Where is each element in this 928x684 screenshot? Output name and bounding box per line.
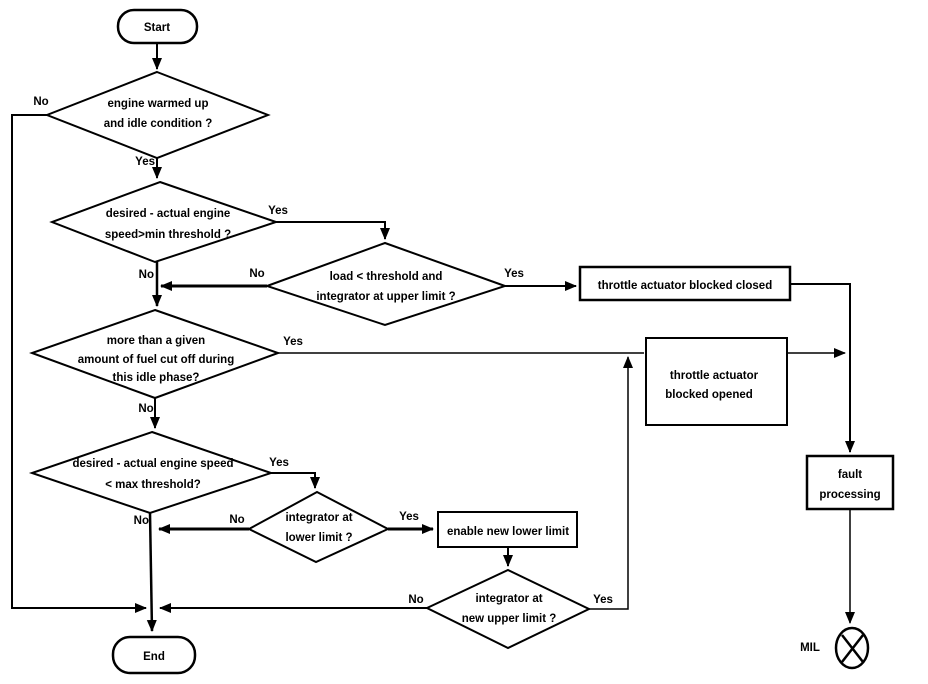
decision-min-threshold [49,180,280,264]
decision-integrator-new-upper-limit-line2: new upper limit ? [462,613,557,625]
label-max-no: No [134,515,149,527]
process-throttle-blocked-opened-line1: throttle actuator [670,370,759,382]
label-fuel-no: No [138,403,153,415]
label-warmup-yes: Yes [135,156,155,168]
edge-new-upper-yes [589,356,633,610]
label-lower-yes: Yes [399,511,419,523]
label-upper-yes: Yes [593,594,613,606]
decision-fuel-cut-off-line3: this idle phase? [113,372,200,384]
label-lower-no: No [229,514,244,526]
decision-fuel-cut-off-line1: more than a given [107,335,205,347]
decision-engine-warmed-up-line2: and idle condition ? [104,118,213,130]
decision-max-threshold [28,430,275,515]
decision-engine-warmed-up [44,70,271,160]
decision-min-threshold-line2: speed>min threshold ? [105,229,231,241]
mil-lamp-cross-icon [841,634,864,663]
edge-max-yes [271,472,320,489]
process-throttle-blocked-opened [645,337,788,426]
edge-min-yes [276,221,390,240]
decision-integrator-new-upper-limit [424,568,592,650]
label-fuel-yes: Yes [283,336,303,348]
decision-max-threshold-line2: < max threshold? [105,479,201,491]
process-enable-new-lower-limit-label: enable new lower limit [447,526,569,538]
start-terminator [116,8,199,45]
process-throttle-blocked-closed-label: throttle actuator blocked closed [598,280,772,292]
process-fault-processing-line2: processing [819,489,880,501]
decision-integrator-lower-limit-line1: integrator at [285,512,352,524]
label-load-yes: Yes [504,268,524,280]
start-label: Start [144,22,170,34]
decision-integrator-new-upper-limit-line1: integrator at [475,593,542,605]
decision-fuel-cut-off-line2: amount of fuel cut off during [78,354,235,366]
edge-warmup-no-loop [11,114,147,613]
edge-blocked-closed-to-fault [790,283,855,453]
decision-fuel-cut-off [29,308,281,400]
label-min-no: No [139,269,154,281]
process-fault-processing [805,454,895,511]
end-label: End [143,651,165,663]
edge-max-no-to-end [146,512,157,632]
mil-label: MIL [800,642,820,654]
label-warmup-no: No [33,96,48,108]
label-load-no: No [249,268,264,280]
decision-load-threshold [263,241,509,327]
decision-min-threshold-line1: desired - actual engine [106,208,231,220]
decision-max-threshold-line1: desired - actual engine speed [72,458,233,470]
process-enable-new-lower-limit [437,511,578,548]
decision-engine-warmed-up-line1: engine warmed up [108,98,209,110]
process-fault-processing-line1: fault [838,469,862,481]
label-max-yes: Yes [269,457,289,469]
decision-load-threshold-line2: integrator at upper limit ? [316,291,455,303]
decision-load-threshold-line1: load < threshold and [330,271,443,283]
process-throttle-blocked-opened-line2: blocked opened [665,389,753,401]
process-throttle-blocked-closed [578,265,792,302]
decision-integrator-lower-limit-line2: lower limit ? [285,532,352,544]
end-terminator [111,635,197,675]
label-min-yes: Yes [268,205,288,217]
label-upper-no: No [408,594,423,606]
decision-integrator-lower-limit [246,490,391,564]
